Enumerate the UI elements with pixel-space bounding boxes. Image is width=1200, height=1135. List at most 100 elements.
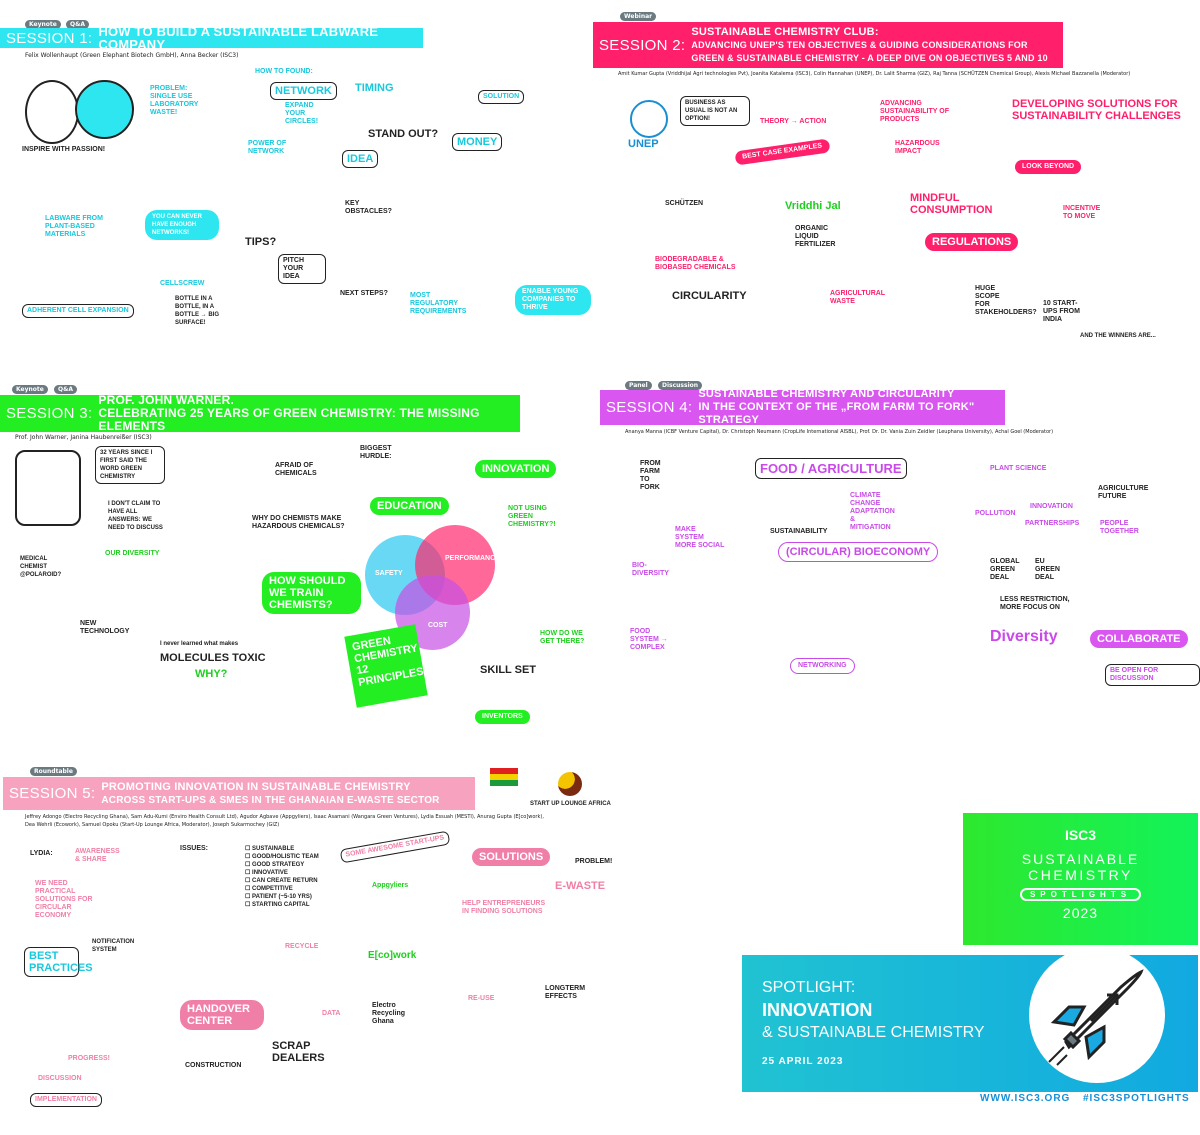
note: Incentive to move	[1063, 205, 1101, 220]
tag-keynote: Keynote	[25, 20, 61, 29]
note: Problem!	[575, 858, 613, 865]
tag-discussion: Discussion	[658, 381, 703, 390]
note: Some awesome start-ups	[339, 830, 451, 864]
note: Hazardous impact	[895, 140, 940, 155]
session-title-line: PROMOTING INNOVATION IN SUSTAINABLE CHEM…	[101, 780, 411, 793]
note: Partnerships	[1025, 520, 1080, 527]
note: Timing	[355, 82, 394, 94]
note: Our diversity	[105, 550, 160, 557]
spotlight-topic-sub: & SUSTAINABLE CHEMISTRY	[762, 1024, 985, 1041]
note: How do we get there?	[540, 630, 585, 645]
note: Afraid of chemicals	[275, 462, 317, 477]
speakers: Amit Kumar Gupta (Vriddhijal Agri techno…	[618, 71, 1131, 77]
note: Innovation	[1030, 503, 1073, 510]
criteria-checklist: ☐ Sustainable ☐ Good/holistic team ☐ Goo…	[245, 845, 319, 909]
note: We need practical solutions for circular…	[35, 880, 93, 919]
note: Look beyond	[1015, 160, 1082, 174]
note: Progress!	[68, 1055, 111, 1062]
series-line-1: SUSTAINABLE	[1021, 851, 1140, 867]
note: Networking	[790, 658, 855, 674]
unep-logo-icon	[630, 100, 668, 138]
note: Next steps?	[340, 290, 388, 297]
note: Be open for discussion	[1105, 664, 1200, 686]
note: Food system → complex	[630, 628, 668, 651]
note: Data	[322, 1010, 341, 1017]
session-1-banner: SESSION 1: HOW TO BUILD A SUSTAINABLE LA…	[0, 25, 423, 51]
note: Why do chemists make hazardous chemicals…	[252, 515, 345, 530]
spotlights-badge: SPOTLIGHTS	[1019, 888, 1142, 901]
speakers: Dea Wehrli (Ecowork), Samuel Opoku (Star…	[25, 822, 280, 828]
note: Diversity	[990, 628, 1058, 645]
note: Inspire with passion!	[22, 146, 106, 153]
session-title-line: ADVANCING UNEP'S TEN OBJECTIVES & GUIDIN…	[691, 39, 1028, 50]
note: EU green deal	[1035, 558, 1060, 581]
note: Construction	[185, 1062, 242, 1069]
note: Regulations	[925, 233, 1019, 251]
isc3-logo: ISC3	[1064, 827, 1097, 843]
speakers: Felix Wollenhaupt (Green Elephant Biotec…	[25, 52, 239, 59]
note: Best case examples	[734, 138, 831, 166]
series-year: 2023	[1062, 905, 1099, 921]
hashtag-link[interactable]: #ISC3SPOTLIGHTS	[1083, 1093, 1190, 1104]
note: And the winners are...	[1080, 333, 1156, 339]
session-title-line: IN THE CONTEXT OF THE „FROM FARM TO FORK…	[698, 401, 975, 426]
checklist-item: ☐ Sustainable	[245, 846, 295, 852]
website-link[interactable]: WWW.ISC3.ORG	[980, 1093, 1071, 1104]
note: Agricultural waste	[830, 290, 885, 305]
note: Advancing sustainability of products	[880, 100, 949, 123]
tag-qa: Q&A	[66, 20, 89, 29]
note: Global green deal	[990, 558, 1020, 581]
elephant-logo-icon	[75, 80, 134, 139]
speakers: Ananya Manna (ICBF Venture Capital), Dr.…	[625, 429, 1054, 435]
tag-keynote: Keynote	[12, 385, 48, 394]
session-title-line: CELEBRATING 25 YEARS OF GREEN CHEMISTRY:…	[98, 406, 480, 433]
note: You can never have enough networks!	[145, 210, 219, 240]
checklist-item: ☐ Good/holistic team	[245, 854, 319, 860]
note: Adherent cell expansion	[22, 304, 134, 318]
checklist-item: ☐ Starting capital	[245, 902, 310, 908]
note: Collaborate	[1090, 630, 1188, 648]
note: Implementation	[30, 1093, 102, 1107]
session-title-line: ACROSS START-UPS & SMES IN THE GHANAIAN …	[101, 794, 440, 806]
note: Skill set	[480, 664, 537, 676]
note: Theory → Action	[760, 118, 827, 125]
note: Tips?	[245, 236, 277, 248]
note: Business as usual is not an option!	[680, 96, 750, 126]
note: Lydia:	[30, 850, 53, 857]
speakers: Jeffrey Adongo (Electro Recycling Ghana)…	[25, 814, 544, 820]
note: Appgyliers	[372, 882, 409, 889]
note: Performance	[445, 555, 500, 562]
note: Best practices	[24, 947, 93, 977]
note: Biodegradable & biobased chemicals	[655, 256, 736, 271]
rocket-icon	[1029, 947, 1165, 1083]
note: Safety	[375, 570, 403, 577]
tag-qa: Q&A	[54, 385, 77, 394]
note: Expand your circles!	[285, 102, 319, 125]
session-title-line: SUSTAINABLE CHEMISTRY CLUB:	[691, 25, 879, 38]
note: Issues:	[180, 845, 209, 852]
checklist-item: ☐ Can create return	[245, 878, 318, 884]
note: Power of network	[248, 140, 287, 155]
note: Longterm effects	[545, 985, 586, 1000]
note: Agriculture future	[1098, 485, 1149, 500]
note: How to found:	[255, 68, 313, 75]
session-title-line: PROF. JOHN WARNER.	[98, 393, 234, 407]
note: 32 years since I first said the word Gre…	[95, 446, 165, 484]
note: Notification system	[92, 939, 135, 953]
note: Innovation	[475, 460, 557, 478]
session-5-banner: SESSION 5: PROMOTING INNOVATION IN SUSTA…	[3, 777, 475, 810]
speaker-portrait-icon	[25, 80, 79, 144]
tag-roundtable: Roundtable	[30, 767, 77, 776]
note: Plant science	[990, 465, 1047, 472]
note: Solutions	[472, 848, 551, 866]
session-label: SESSION 3:	[6, 405, 93, 422]
note: I never learned what makes	[160, 641, 239, 647]
note: Discussion	[38, 1075, 82, 1082]
note: Molecules toxic	[160, 652, 266, 664]
note: Circularity	[672, 290, 747, 302]
note: (Circular) bioeconomy	[778, 542, 939, 562]
note: Pitch your idea	[278, 254, 326, 284]
session-label: SESSION 2:	[599, 36, 686, 54]
spotlight-prefix: SPOTLIGHT:	[762, 979, 856, 996]
partner-name: START UP LOUNGE AFRICA	[530, 801, 611, 807]
